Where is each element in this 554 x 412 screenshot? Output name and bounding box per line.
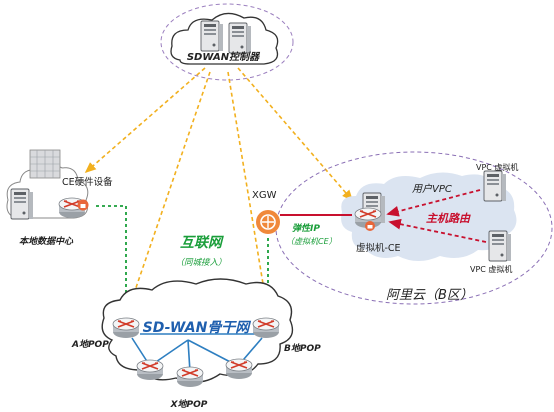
vpc-cloud [341,172,517,261]
aliyun-region-label: 阿里云（B区） [386,287,473,303]
virtual-ce-label: 虚拟机-CE [356,242,401,254]
host-route-label: 主机路由 [426,212,471,225]
local-ce-router-icon [58,197,89,219]
local-server-icon [10,188,34,220]
pop-b-router-icon [252,317,280,339]
pop-b-label: B地POP [284,343,321,354]
xgw-label: XGW [252,190,277,201]
backbone-label: SD-WAN骨干网 [143,320,252,336]
access-link-local-to-pop-a [96,205,132,312]
eip-label: 弹性IP [292,223,320,234]
control-link-pop-b [227,71,271,310]
pop-x3-router-icon [225,358,253,380]
vpc-vm-top-label: VPC 虚拟机 [476,162,518,172]
vpc-vm-top-server-icon [483,170,507,202]
local-ce-label: CE硬件设备 [62,176,113,188]
controller-boundary [160,3,294,81]
control-link-pop-a [127,71,211,310]
eip-sublabel: （虚拟机CE） [286,237,337,246]
internet-sublabel: （同城接入） [175,257,226,268]
control-link-virtual-ce [237,67,354,202]
pop-x2-router-icon [176,366,204,388]
host-route-links [386,189,487,243]
control-links [84,67,354,310]
host-route-top [386,189,481,217]
backbone-links [131,333,263,373]
vpc-vm-bottom-label: VPC 虚拟机 [470,264,512,274]
host-route-bottom [388,218,487,243]
control-link-local-ce [84,67,206,174]
pop-a-router-icon [112,317,140,339]
virtual-ce-router-icon [354,192,386,231]
local-dc-label: 本地数据中心 [19,236,74,247]
vpc-label: 用户VPC [412,183,452,195]
pop-a-label: A地POP [71,339,109,350]
pop-x-label: X地POP [170,399,208,410]
pop-x1-router-icon [136,359,164,381]
xgw-gateway-icon [256,210,280,234]
vpc-vm-bottom-server-icon [488,230,512,262]
internet-label: 互联网 [180,235,224,251]
controller-label: SDWAN控制器 [187,51,261,63]
